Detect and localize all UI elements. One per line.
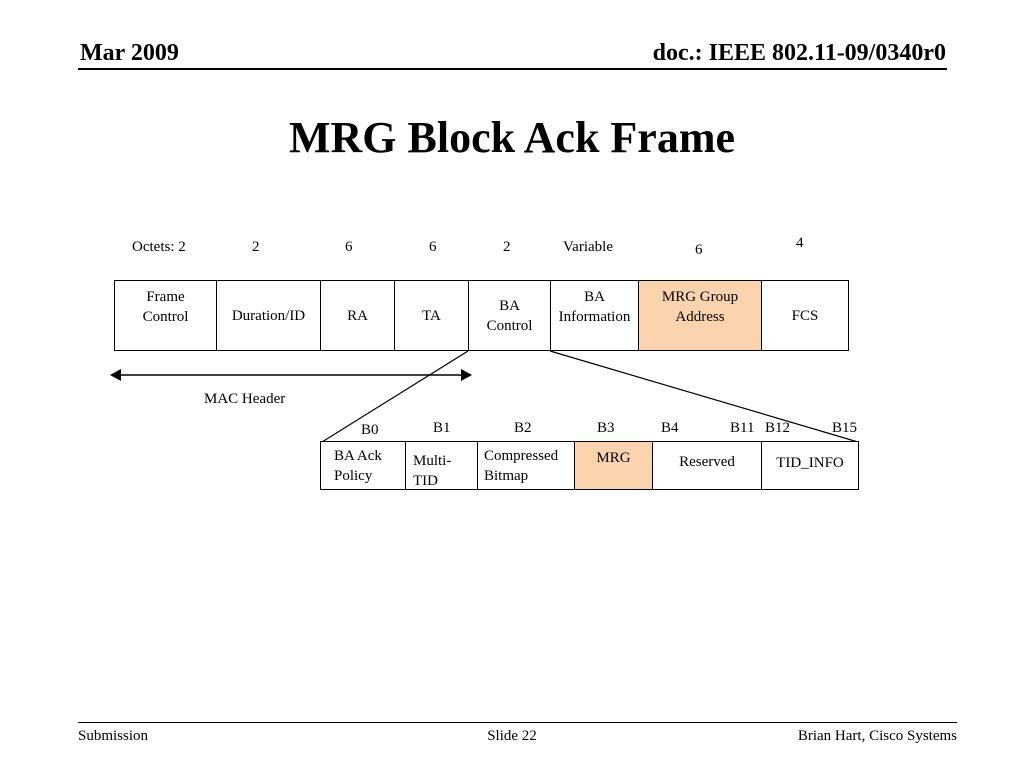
octets-label-duration: 2 [252,239,260,255]
field-ra: RA [320,280,395,351]
field-ba-control: BA Control [468,280,551,351]
subfield-multi-tid: Multi- TID [405,441,478,490]
slide-title: MRG Block Ack Frame [288,113,736,162]
bit-label-b3: B3 [597,420,615,436]
bit-label-b2: B2 [514,420,532,436]
expansion-line-left [321,350,469,443]
mac-header-arrowhead-right [461,369,472,381]
octets-label-ba-control: 2 [503,239,511,255]
header-date: Mar 2009 [80,40,179,66]
field-ba-information: BA Information [550,280,639,351]
bit-label-b11: B11 [730,420,755,436]
bit-label-b15: B15 [832,420,858,436]
expansion-line-right [549,350,859,443]
subfield-reserved: Reserved [652,441,762,490]
subfield-ba-ack-policy: BA Ack Policy [320,441,406,490]
field-fcs: FCS [761,280,849,351]
subfield-tid-info: TID_INFO [761,441,859,490]
header-rule [78,68,947,70]
bit-label-b4: B4 [661,420,679,436]
footer-author: Brian Hart, Cisco Systems [797,728,957,744]
mac-header-arrowhead-left [110,369,121,381]
octets-label-ba-information: Variable [563,239,613,255]
subfield-mrg: MRG [574,441,653,490]
footer-rule [78,722,957,723]
subfield-compressed-bitmap: Compressed Bitmap [477,441,575,490]
footer-submission: Submission [78,728,149,744]
field-mrg-group-address: MRG Group Address [638,280,762,351]
bit-label-b0: B0 [361,422,379,438]
footer-slide-number: Slide 22 [487,728,537,744]
octets-label-frame-control: Octets: 2 [132,239,186,255]
field-duration-id: Duration/ID [216,280,321,351]
bit-label-b12: B12 [765,420,791,436]
bit-label-b1: B1 [433,420,451,436]
field-frame-control: Frame Control [114,280,217,351]
octets-label-fcs: 4 [796,235,804,251]
octets-label-ta: 6 [429,239,437,255]
octets-label-ra: 6 [345,239,353,255]
octets-label-mrg-group-address: 6 [695,242,703,258]
mac-header-label: MAC Header [204,391,286,407]
header-doc-id: doc.: IEEE 802.11-09/0340r0 [652,40,946,66]
